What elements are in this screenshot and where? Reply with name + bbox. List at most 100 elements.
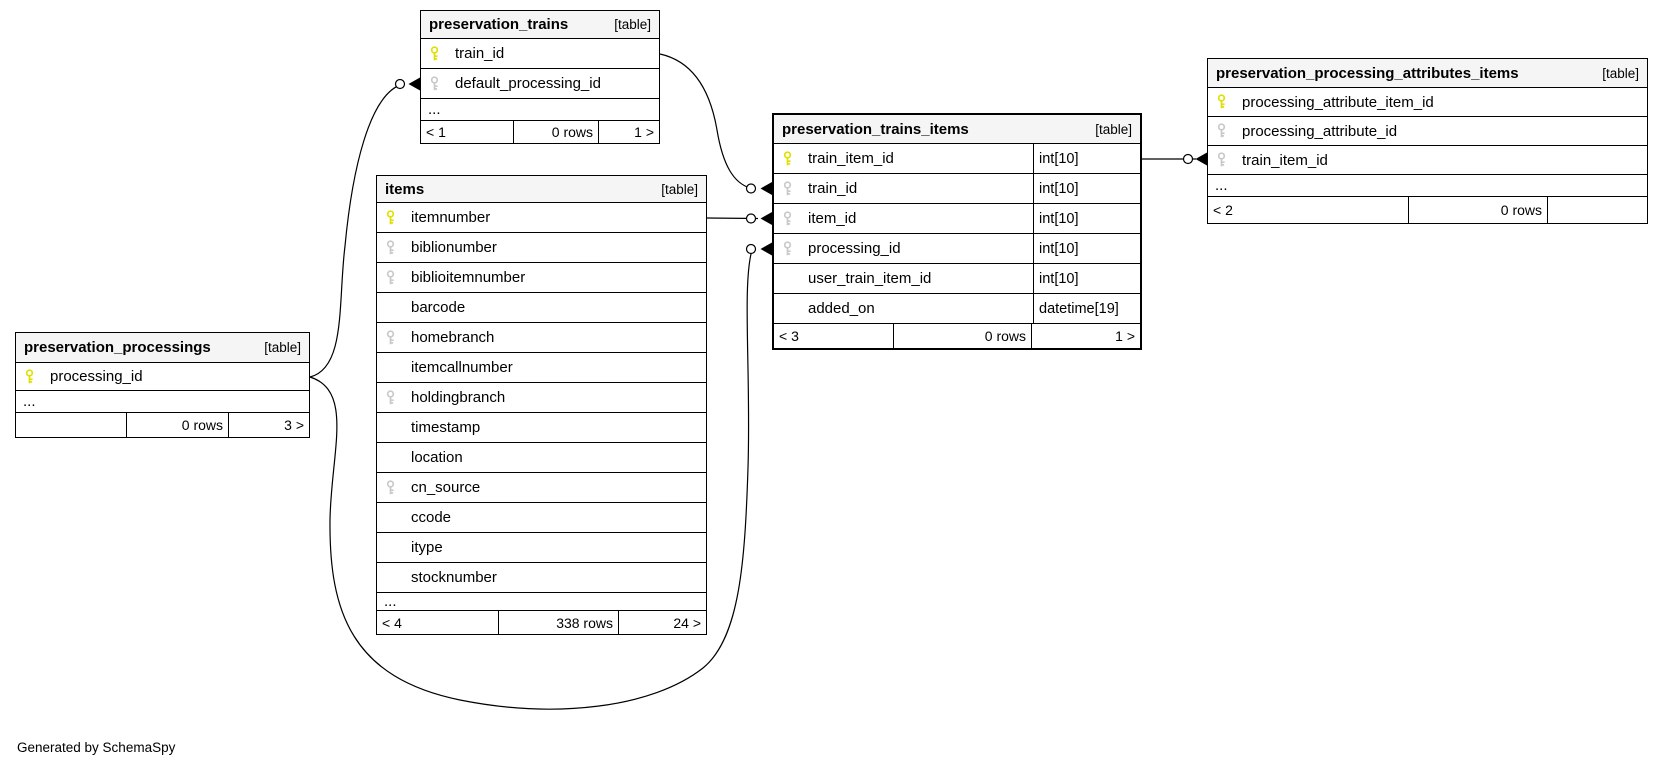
foreign-key-icon	[429, 75, 440, 92]
column-row: location	[377, 443, 706, 473]
zero-many-circle-icon	[745, 183, 757, 194]
primary-key-icon	[385, 209, 396, 226]
zero-many-circle-icon	[1182, 153, 1194, 165]
table-footer: < 2 0 rows	[1208, 197, 1647, 223]
crow-foot-icon	[760, 212, 772, 225]
column-name: added_on	[808, 300, 875, 317]
column-name: biblionumber	[411, 239, 497, 256]
column-row: added_on datetime[19]	[774, 294, 1140, 324]
footer-left-degree: < 3	[779, 328, 799, 344]
table-preservation-processings[interactable]: preservation_processings [table] process…	[15, 332, 310, 438]
column-name: default_processing_id	[455, 75, 601, 92]
table-title: preservation_trains_items	[782, 120, 969, 138]
column-name: processing_id	[808, 240, 901, 257]
generated-by-credit: Generated by SchemaSpy	[17, 740, 176, 755]
column-row: biblioitemnumber	[377, 263, 706, 293]
rel-items-to-trains-items	[706, 212, 772, 225]
primary-key-icon	[24, 368, 35, 385]
zero-many-circle-icon	[745, 243, 757, 255]
column-row: user_train_item_id int[10]	[774, 264, 1140, 294]
column-name: homebranch	[411, 329, 495, 346]
relationship-line	[706, 217, 759, 220]
foreign-key-icon	[782, 210, 793, 227]
foreign-key-icon	[385, 479, 396, 496]
table-preservation-processing-attributes-items[interactable]: preservation_processing_attributes_items…	[1207, 58, 1648, 224]
table-header: preservation_processings [table]	[16, 333, 309, 363]
foreign-key-icon	[1216, 152, 1227, 168]
foreign-key-icon	[385, 239, 396, 256]
table-title: preservation_trains	[429, 16, 569, 33]
foreign-key-icon	[782, 180, 793, 197]
column-row: itemnumber	[377, 203, 706, 233]
table-header: preservation_trains_items [table]	[774, 115, 1140, 144]
foreign-key-icon	[782, 240, 793, 257]
table-header: items [table]	[377, 176, 706, 203]
column-name: processing_id	[50, 368, 143, 385]
column-name: processing_attribute_id	[1242, 122, 1398, 140]
ellipsis-row: ...	[377, 593, 706, 611]
column-name: stocknumber	[411, 569, 497, 586]
footer-right-degree: 3 >	[228, 413, 309, 437]
footer-left-degree: < 2	[1213, 202, 1233, 218]
column-type: int[10]	[1033, 174, 1140, 203]
column-type: int[10]	[1033, 204, 1140, 233]
crow-foot-icon	[760, 242, 772, 256]
column-row: cn_source	[377, 473, 706, 503]
ellipsis-row: ...	[421, 99, 659, 121]
footer-right-degree: 1 >	[1031, 324, 1140, 348]
footer-left-degree: < 4	[382, 614, 402, 631]
column-row: timestamp	[377, 413, 706, 443]
column-row: itemcallnumber	[377, 353, 706, 383]
table-footer: 0 rows 3 >	[16, 413, 309, 437]
column-name: location	[411, 449, 463, 466]
table-footer: < 3 0 rows 1 >	[774, 324, 1140, 348]
column-name: itemnumber	[411, 209, 491, 226]
table-tag: [table]	[264, 340, 301, 355]
crow-foot-icon	[760, 182, 772, 195]
table-header: preservation_processing_attributes_items…	[1208, 59, 1647, 88]
table-preservation-trains-items[interactable]: preservation_trains_items [table] train_…	[772, 113, 1142, 350]
column-name: itemcallnumber	[411, 359, 513, 376]
primary-key-icon	[1216, 94, 1227, 110]
footer-row-count: 0 rows	[126, 413, 228, 437]
table-items[interactable]: items [table] itemnumber biblionumber bi…	[376, 175, 707, 635]
column-name: barcode	[411, 299, 466, 316]
table-tag: [table]	[1602, 65, 1639, 81]
column-row: homebranch	[377, 323, 706, 353]
column-row: ccode	[377, 503, 706, 533]
column-row: processing_id	[16, 363, 309, 391]
column-name: train_item_id	[1242, 151, 1328, 169]
footer-right-degree: 1 >	[598, 121, 659, 143]
column-row: biblionumber	[377, 233, 706, 263]
table-tag: [table]	[1095, 121, 1132, 137]
column-row: itype	[377, 533, 706, 563]
column-row: stocknumber	[377, 563, 706, 593]
column-row: train_item_id	[1208, 146, 1647, 175]
table-footer: < 4 338 rows 24 >	[377, 611, 706, 634]
ellipsis-row: ...	[1208, 175, 1647, 197]
column-type: int[10]	[1033, 234, 1140, 263]
footer-left-degree: < 1	[426, 124, 446, 140]
footer-left-degree	[16, 413, 126, 437]
primary-key-icon	[782, 150, 793, 167]
column-row: train_id	[421, 39, 659, 69]
column-name: cn_source	[411, 479, 481, 496]
rel-trains-items-to-attributes	[1142, 152, 1207, 166]
column-name: item_id	[808, 210, 857, 227]
crow-foot-icon	[408, 77, 420, 91]
foreign-key-icon	[385, 329, 396, 346]
column-row: item_id int[10]	[774, 204, 1140, 234]
column-type: int[10]	[1033, 144, 1140, 173]
table-title: items	[385, 180, 425, 198]
column-type: int[10]	[1033, 264, 1140, 293]
zero-many-circle-icon	[394, 78, 406, 90]
column-name: holdingbranch	[411, 389, 506, 406]
column-row: train_item_id int[10]	[774, 144, 1140, 174]
column-row: processing_id int[10]	[774, 234, 1140, 264]
table-footer: < 1 0 rows 1 >	[421, 121, 659, 143]
column-row: processing_attribute_id	[1208, 117, 1647, 146]
column-name: train_id	[455, 45, 505, 62]
table-preservation-trains[interactable]: preservation_trains [table] train_id def…	[420, 10, 660, 144]
column-name: ccode	[411, 509, 452, 526]
